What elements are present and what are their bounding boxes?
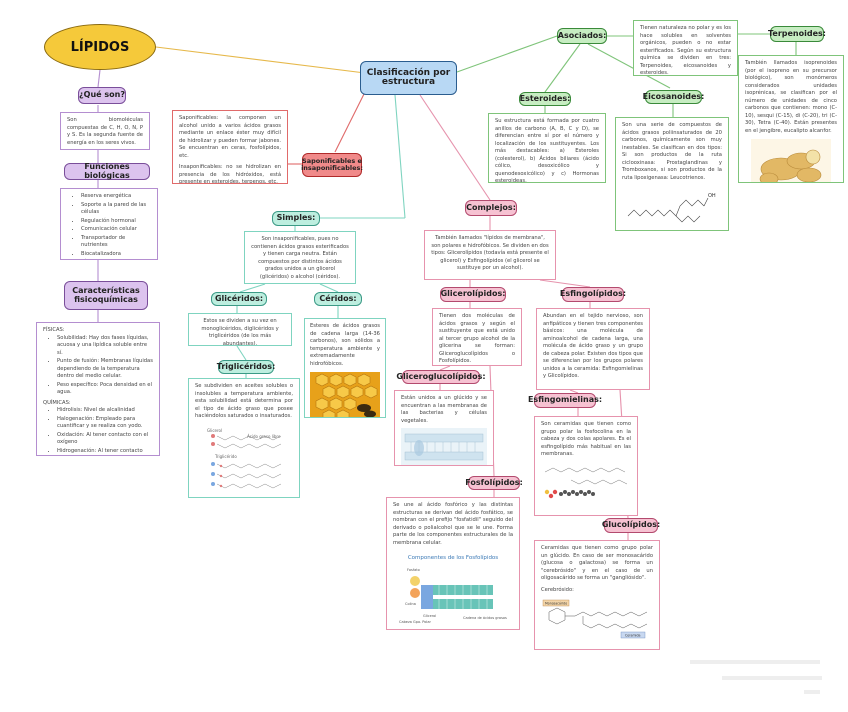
fosfolipidos-node: Fosfolípidos:: [465, 476, 523, 490]
esteroides-text: Su estructura está formada por cuatro an…: [488, 113, 606, 183]
list-item: Hidrolisis: Nivel de alcalinidad: [57, 407, 153, 415]
insaponificables-text: Insaponificables: no se hidrolizan en pr…: [179, 164, 281, 184]
esfingolipidos-node: Esfingolípidos:: [560, 287, 626, 302]
glucolipidos-text: Ceramidas que tienen como grupo polar un…: [541, 545, 653, 582]
triglicerido-label: Triglicérido: [214, 454, 237, 459]
title-to-que-son-link: [97, 69, 101, 88]
glucolipidos-node: Glucolípidos:: [602, 518, 660, 533]
complejos-text: También llamados "lípidos de membrana", …: [424, 230, 556, 280]
cabeza-label: Cabeza Gpo. Polar: [399, 620, 432, 624]
terpenoides-node: Terpenoides:: [768, 26, 826, 42]
to-saponificables-link: [334, 89, 367, 153]
trigliceridos-box: Se subdividen en aceites solubles o inso…: [188, 378, 300, 498]
funciones-list: Reserva energéticaSoporte a la pared de …: [67, 193, 151, 260]
trigliceridos-node: Triglicéridos:: [217, 360, 275, 374]
quimicas-list: Hidrolisis: Nivel de alcalinidadHalogena…: [43, 407, 153, 455]
ceridos-node: Céridos:: [314, 292, 362, 306]
triglyceride-diagram: Glicerol Ácido graso libre Triglicérido: [207, 428, 282, 488]
saponificables-text: Saponificables: la componen un alcohol u…: [179, 115, 281, 159]
main-title: LÍPIDOS: [44, 24, 156, 70]
terpenoides-text: También llamados isoprenoides (por el is…: [745, 60, 837, 134]
que-son-node: ¿Qué son?: [78, 87, 126, 104]
fosfolipidos-text: Se une al ácido fosfórico y las distinta…: [393, 502, 513, 546]
cerebroside-diagram: Monosacárido Ceramida: [542, 599, 648, 639]
to-simples-link: [394, 94, 406, 219]
membrane-image: [401, 428, 487, 465]
phospholipid-diagram: Componentes de los Fosfolípidos Fosfato …: [393, 551, 513, 629]
list-item: Regulación hormonal: [81, 218, 151, 226]
to-complejos-link: [419, 94, 491, 201]
esteroides-node: Esteroides:: [519, 92, 571, 106]
esfingomielinas-box: Son ceramidas que tienen como grupo pola…: [534, 416, 638, 516]
fosfo-figure-title: Componentes de los Fosfolípidos: [408, 554, 498, 561]
eicosanoides-text: Son una serie de compuestos de ácidos gr…: [622, 122, 722, 181]
list-item: Peso específico: Poca densidad en el agu…: [57, 382, 153, 397]
glicerolipidos-text: Tienen dos moléculas de ácidos grasos y …: [432, 308, 522, 366]
esfingomielinas-text: Son ceramidas que tienen como grupo pola…: [541, 421, 631, 458]
fosfato-label: Fosfato: [407, 568, 420, 572]
saponificables-node: Saponificables e insaponificables:: [301, 153, 363, 177]
simples-node: Simples:: [272, 211, 320, 226]
simples-text: Son insaponificables, pues no contienen …: [244, 231, 356, 284]
gliceridos-node: Glicéridos:: [211, 292, 267, 306]
quimicas-label: QUÍMICAS:: [43, 399, 71, 406]
glicerol-fig-label: Glicerol: [423, 614, 436, 618]
eicosanoides-node: Eicosanoides:: [643, 90, 704, 104]
eico-oh-label: OH: [708, 193, 716, 199]
trigliceridos-text: Se subdividen en aceites solubles o inso…: [195, 383, 293, 420]
asociados-node: Asociados:: [557, 28, 607, 44]
que-son-text: Son biomoléculas compuestas de C, H, O, …: [60, 112, 150, 150]
ceridos-text: Esteres de ácidos grasos de cadena larga…: [310, 323, 380, 367]
list-item: Transportador de nutrientes: [81, 235, 151, 250]
list-item: Oxidación: Al tener contacto con el oxíg…: [57, 432, 153, 447]
watermark-line: [690, 660, 820, 664]
esfingolipidos-text: Abundan en el tejido nervioso, son anfip…: [536, 308, 650, 390]
fosfolipidos-box: Se une al ácido fosfórico y las distinta…: [386, 497, 520, 630]
list-item: Soporte a la pared de las células: [81, 202, 151, 217]
gliceridos-text: Estos se dividen a su vez en monoglicéri…: [188, 313, 292, 346]
gliceroglucolipidos-text: Están unidos a un glúcido y se encuentra…: [401, 395, 487, 424]
glucolipidos-box: Ceramidas que tienen como grupo polar un…: [534, 540, 660, 650]
watermark-line: [722, 676, 822, 680]
list-item: Reserva energética: [81, 193, 151, 201]
terpenoides-box: También llamados isoprenoides (por el is…: [738, 55, 844, 183]
ginger-image: [751, 139, 831, 182]
eicosanoid-structure: OH: [627, 193, 716, 223]
saponificables-box: Saponificables: la componen un alcohol u…: [172, 110, 288, 184]
funciones-box: Reserva energéticaSoporte a la pared de …: [60, 188, 158, 260]
list-item: Halogenación: Empleado para cuantificar …: [57, 416, 153, 431]
list-item: Comunicación celular: [81, 226, 151, 234]
glicerolipidos-node: Glicerolípidos:: [440, 287, 506, 302]
fisicas-list: Solubilidad: Hay dos fases líquidas, acu…: [43, 335, 153, 397]
caracteristicas-box: FÍSICAS: Solubilidad: Hay dos fases líqu…: [36, 322, 160, 456]
title-to-clasificacion-link: [155, 46, 366, 74]
glicerol-label: Glicerol: [207, 428, 222, 433]
list-item: Biocatalizadora: [81, 251, 151, 259]
cadena-label: Cadena de ácidos grasos: [463, 616, 507, 620]
clasificacion-node: Clasificación por estructura: [360, 61, 457, 95]
caracteristicas-node: Características fisicoquímicas: [64, 281, 148, 310]
gliceroglucolipidos-box: Están unidos a un glúcido y se encuentra…: [394, 390, 494, 466]
cerebrosido-label: Cerebrósido:: [541, 586, 574, 593]
fisicas-label: FÍSICAS:: [43, 327, 65, 333]
to-asociados-link: [456, 35, 558, 73]
eicosanoides-box: Son una serie de compuestos de ácidos gr…: [615, 117, 729, 231]
list-item: Punto de fusión: Membranas líquidas depe…: [57, 358, 153, 381]
sphingomyelin-diagram: [541, 461, 633, 504]
list-item: Solubilidad: Hay dos fases líquidas, acu…: [57, 335, 153, 358]
gliceroglucolipidos-node: Gliceroglucolípidos:: [396, 370, 486, 384]
watermark-line: [804, 690, 820, 694]
ceramida-label: Ceramida: [625, 634, 640, 638]
list-item: Hidrogenación: Al tener contacto con el …: [57, 448, 153, 455]
complejos-node: Complejos:: [465, 200, 517, 216]
list-item: Térmica: [81, 259, 151, 260]
ceridos-box: Esteres de ácidos grasos de cadena larga…: [304, 318, 386, 418]
asociados-text: Tienen naturaleza no polar y es los hace…: [633, 20, 738, 76]
esfingomielinas-node: Esfingomielinas:: [528, 393, 602, 408]
monosacarido-label: Monosacárido: [545, 602, 567, 606]
funciones-node: Funciones biológicas: [64, 162, 150, 180]
honeycomb-image: [310, 372, 380, 417]
colina-label: Colina: [405, 602, 416, 606]
